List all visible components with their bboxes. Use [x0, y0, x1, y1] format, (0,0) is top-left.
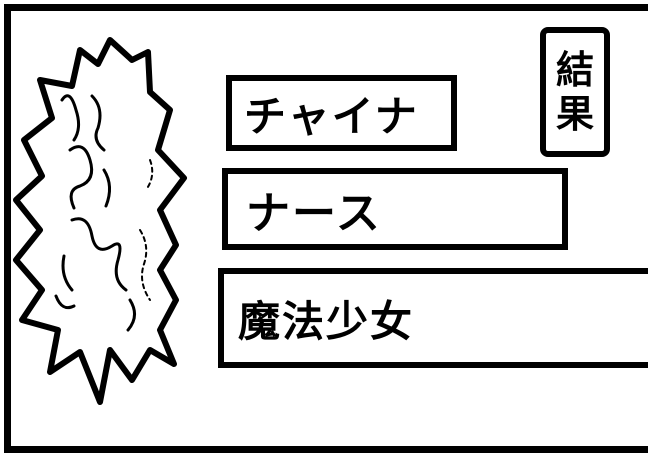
option-nurse: ナース — [222, 168, 568, 250]
result-tag: 結 果 — [540, 27, 610, 157]
option-nurse-label: ナース — [246, 188, 382, 239]
option-magical-girl: 魔法少女 — [218, 268, 648, 368]
option-magical-girl-label: 魔法少女 — [238, 296, 415, 346]
result-tag-char-1: 結 — [555, 48, 594, 92]
option-china-label: チャイナ — [244, 91, 419, 141]
option-china: チャイナ — [226, 75, 457, 151]
result-tag-char-2: 果 — [555, 92, 594, 136]
panel-frame — [4, 4, 648, 453]
